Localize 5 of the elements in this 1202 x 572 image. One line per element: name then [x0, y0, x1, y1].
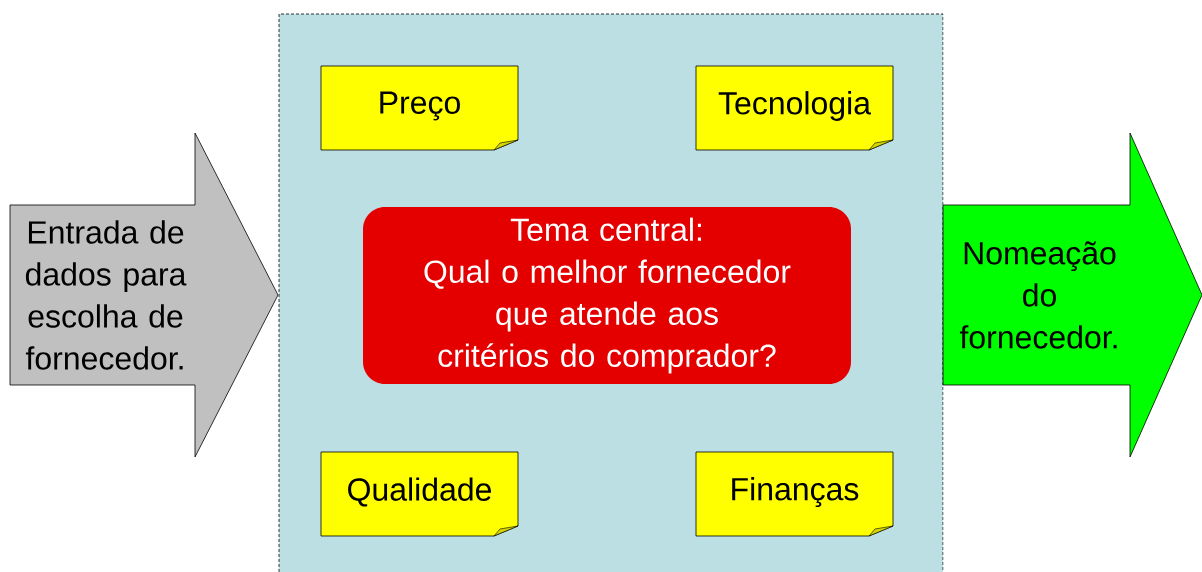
sticky-note: Tecnologia: [695, 65, 894, 151]
sticky-note: Preço: [320, 65, 519, 151]
sticky-note: Finanças: [695, 451, 894, 537]
question-box: Tema central: Qual o melhor fornecedor que atende aos critérios do comprador?: [363, 207, 851, 384]
sticky-note: Qualidade: [320, 451, 519, 537]
